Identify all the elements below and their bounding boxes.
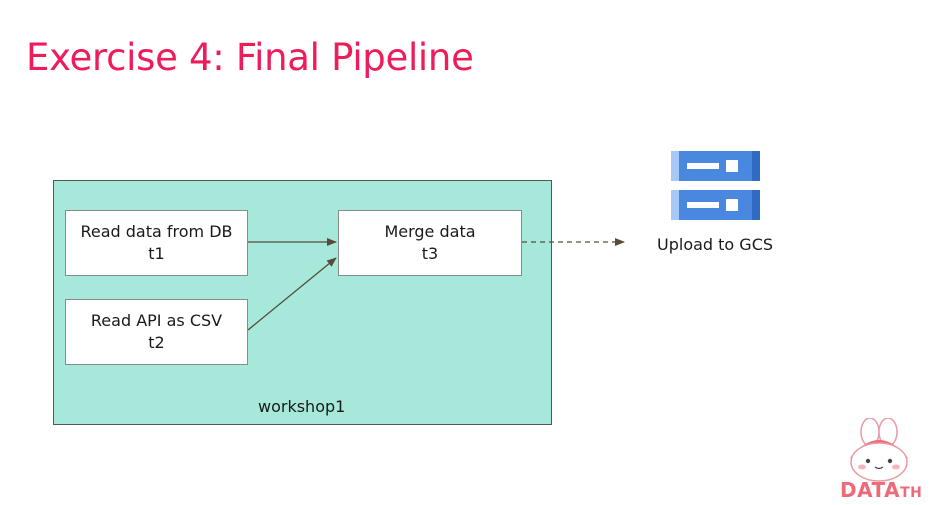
task-node-t1: Read data from DB t1 [65,210,248,276]
task-id: t1 [148,244,165,263]
task-node-t2: Read API as CSV t2 [65,299,248,365]
brand-logo-text: DATATH [840,478,922,502]
brand-logo-small: TH [900,485,923,501]
task-label: Read API as CSV [90,311,223,330]
edge-t2-to-t3 [247,257,337,331]
slide-title: Exercise 4: Final Pipeline [26,36,474,79]
destination-label: Upload to GCS [657,235,774,254]
dag-group-label: workshop1 [258,397,346,416]
bunny-mascot-icon [850,418,908,482]
task-label: Read data from DB [80,222,233,241]
task-id: t2 [148,333,165,352]
cloud-storage-icon [671,151,760,220]
task-id: t3 [421,244,439,263]
brand-logo-main: DATA [840,478,901,502]
task-node-t3: Merge data t3 [338,210,522,276]
task-label: Merge data [384,222,476,241]
